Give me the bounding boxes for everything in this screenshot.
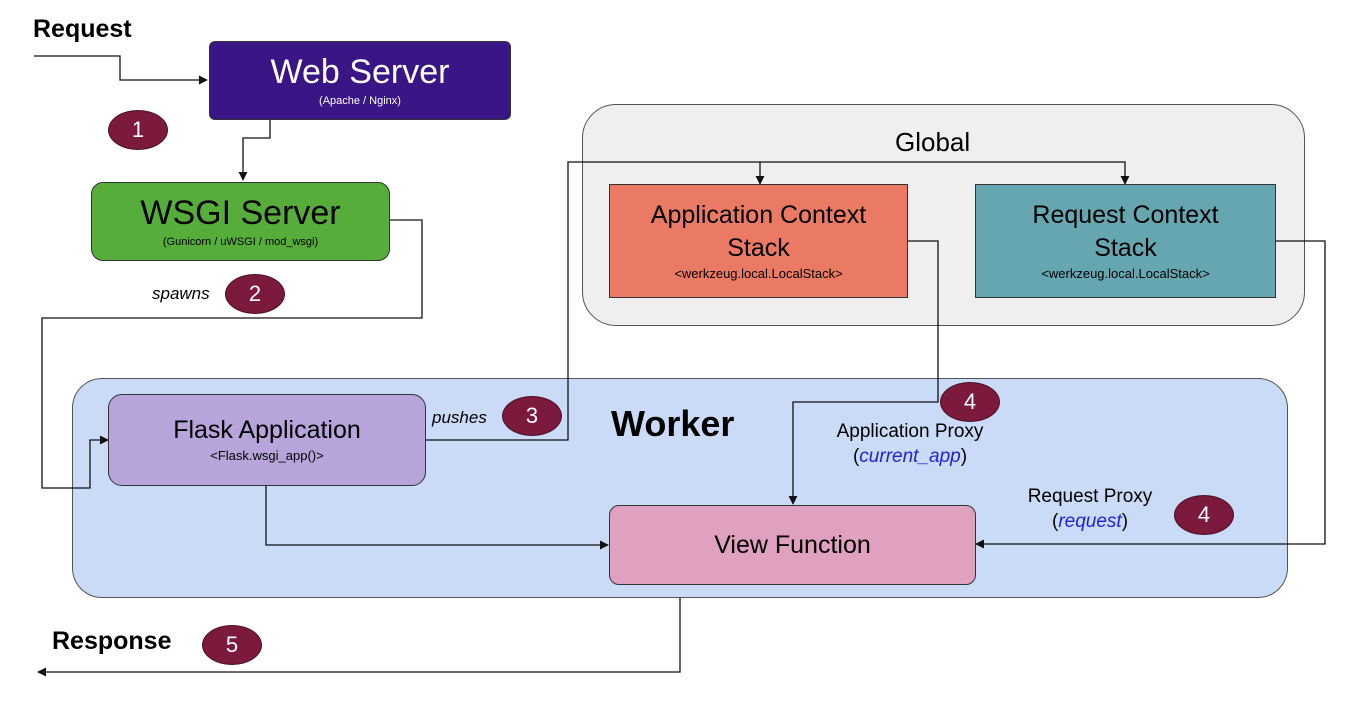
- app-context-stack-box: Application Context Stack <werkzeug.loca…: [609, 184, 908, 298]
- webserver-to-wsgi-arrow: [238, 120, 271, 181]
- web-server-subtitle: (Apache / Nginx): [319, 94, 401, 107]
- app-proxy-text: Application Proxy: [836, 421, 984, 442]
- req-proxy-text: Request Proxy: [1027, 486, 1153, 507]
- req-context-title-line1: Request Context: [1032, 200, 1219, 229]
- req-proxy-name-line: (request): [1010, 510, 1170, 535]
- flask-app-title: Flask Application: [173, 416, 361, 445]
- request-proxy-label: Request Proxy (request): [1010, 485, 1170, 534]
- application-proxy-label: Application Proxy (current_app): [810, 420, 1010, 469]
- step-5-badge: 5: [202, 625, 262, 665]
- app-context-title-line2: Stack: [727, 233, 790, 262]
- step-4-app-proxy-badge: 4: [940, 382, 1000, 422]
- view-to-response-arrow: [37, 598, 681, 677]
- req-proxy-paren-close: ): [1121, 510, 1129, 532]
- step-2-badge: 2: [225, 274, 285, 314]
- reqcontext-to-view-arrow: [975, 240, 1326, 549]
- req-proxy-paren-open: (: [1051, 510, 1059, 532]
- request-name: request: [1058, 510, 1122, 532]
- app-proxy-paren-close: ): [960, 445, 968, 467]
- flask-application-box: Flask Application <Flask.wsgi_app()>: [108, 394, 426, 486]
- global-label: Global: [895, 127, 971, 157]
- app-proxy-name-line: (current_app): [810, 445, 1010, 470]
- step-1-badge: 1: [108, 110, 168, 150]
- step-4-request-proxy-badge: 4: [1174, 495, 1234, 535]
- response-label: Response: [52, 627, 172, 655]
- request-context-stack-box: Request Context Stack <werkzeug.local.Lo…: [975, 184, 1276, 298]
- wsgi-to-flask-arrow: [41, 219, 423, 489]
- request-to-webserver-arrow: [34, 55, 208, 85]
- wsgi-server-title: WSGI Server: [140, 193, 341, 232]
- req-context-title-line2: Stack: [1094, 233, 1157, 262]
- web-server-box: Web Server (Apache / Nginx): [209, 41, 511, 120]
- wsgi-server-box: WSGI Server (Gunicorn / uWSGI / mod_wsgi…: [91, 182, 390, 261]
- req-context-subtitle: <werkzeug.local.LocalStack>: [1041, 265, 1210, 281]
- web-server-title: Web Server: [270, 52, 450, 91]
- flask-push-line: [426, 161, 1130, 441]
- app-context-title-line1: Application Context: [650, 200, 867, 229]
- step-3-badge: 3: [502, 396, 562, 436]
- view-function-title: View Function: [714, 531, 871, 559]
- view-function-box: View Function: [609, 505, 976, 585]
- appcontext-to-view-arrow: [788, 240, 939, 505]
- wsgi-server-subtitle: (Gunicorn / uWSGI / mod_wsgi): [162, 235, 319, 248]
- request-label: Request: [33, 15, 132, 43]
- app-context-subtitle: <werkzeug.local.LocalStack>: [674, 265, 843, 281]
- flask-to-view-arrow: [265, 486, 609, 550]
- current-app-name: current_app: [859, 445, 961, 467]
- pushes-label: pushes: [432, 408, 487, 427]
- worker-label: Worker: [611, 403, 735, 444]
- spawns-label: spawns: [152, 284, 210, 303]
- app-proxy-paren-open: (: [852, 445, 860, 467]
- flask-app-subtitle: <Flask.wsgi_app()>: [210, 448, 324, 464]
